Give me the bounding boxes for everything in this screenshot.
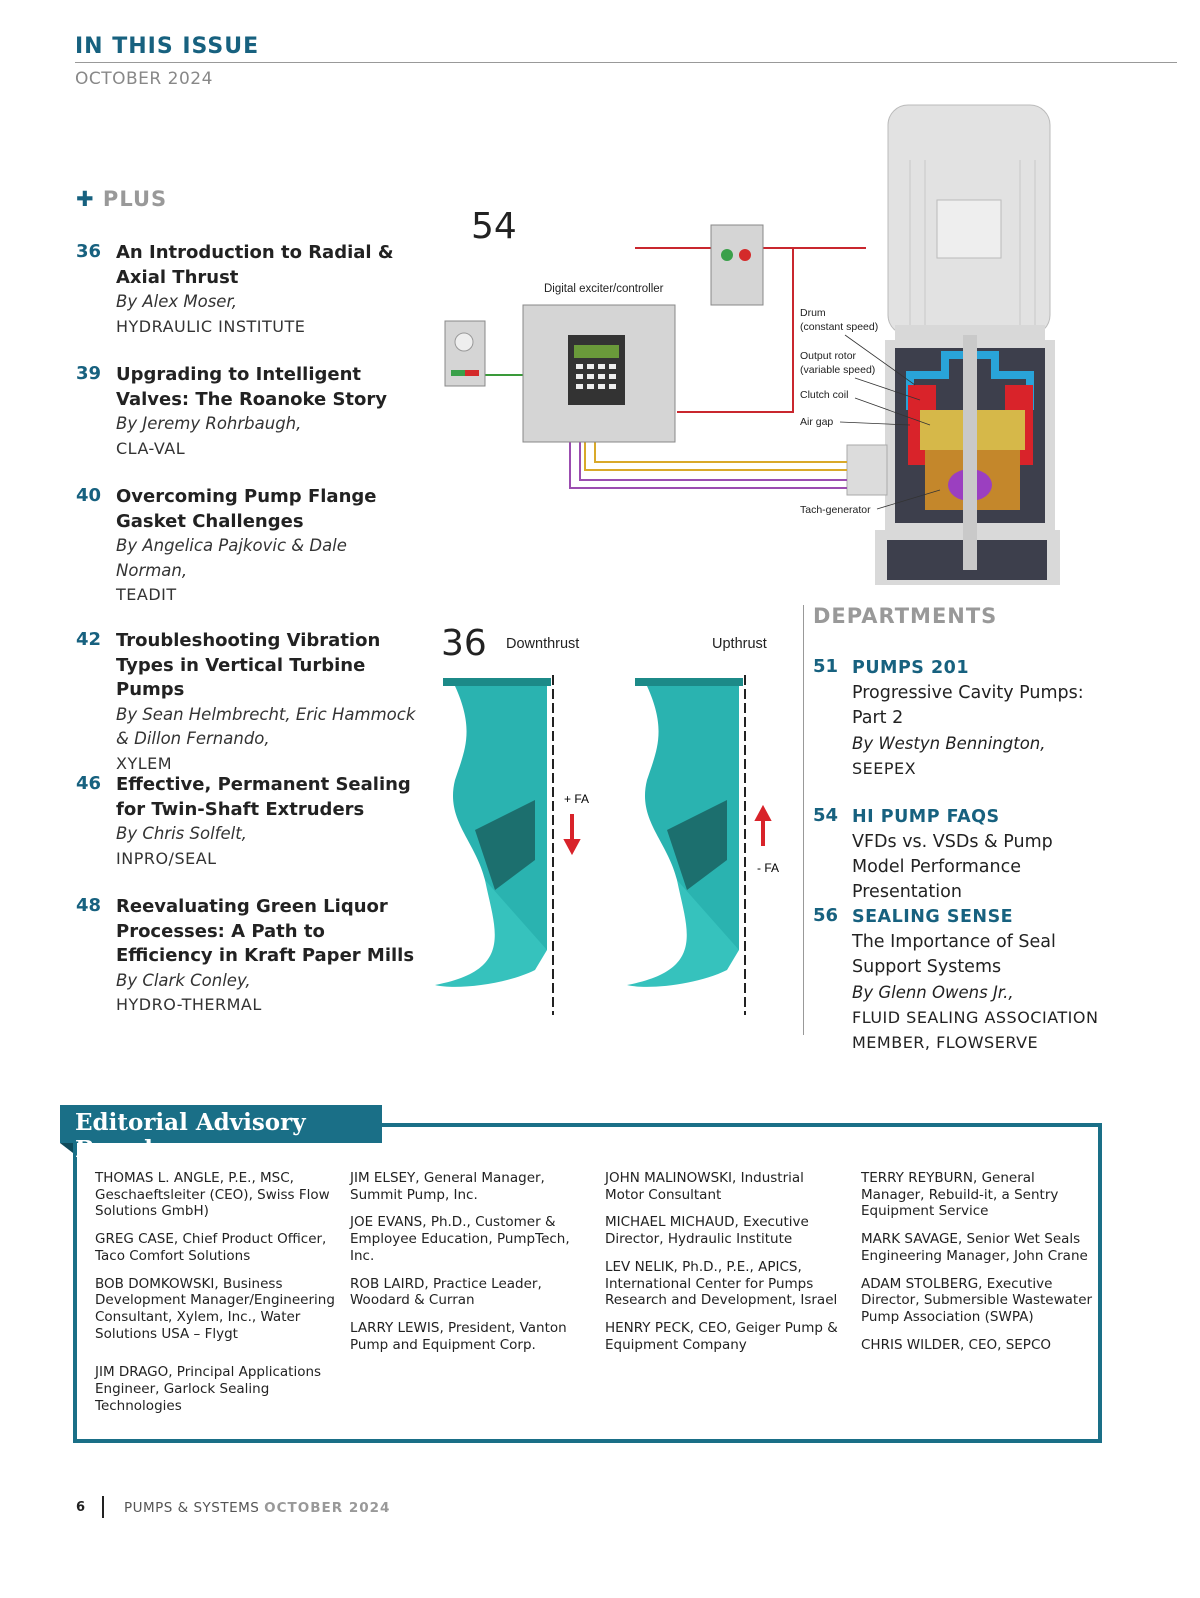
footer-magazine: PUMPS & SYSTEMS OCTOBER 2024 bbox=[124, 1500, 390, 1516]
article-byline: By Sean Helmbrecht, Eric Hammock & Dillo… bbox=[116, 704, 416, 749]
editorial-board-title: Editorial Advisory Board bbox=[60, 1105, 382, 1163]
board-member: MICHAEL MICHAUD, Executive Director, Hyd… bbox=[605, 1214, 809, 1248]
label-drum: Drum bbox=[800, 307, 826, 319]
editorial-board-box bbox=[73, 1123, 1102, 1443]
article-organization: CLA-VAL bbox=[116, 438, 186, 458]
article-title[interactable]: Effective, Permanent Sealing for Twin-Sh… bbox=[116, 774, 411, 820]
figure-36-number: 36 bbox=[441, 623, 487, 664]
plus-label: PLUS bbox=[102, 187, 168, 211]
department-organization: FLUID SEALING ASSOCIATION MEMBER, FLOWSE… bbox=[852, 1008, 1099, 1052]
article-page-number: 36 bbox=[76, 241, 102, 262]
department-page-number: 56 bbox=[813, 905, 839, 926]
board-column: JIM ELSEY, General Manager, Summit Pump,… bbox=[350, 1170, 590, 1364]
article-entry[interactable]: 42 Troubleshooting Vibration Types in Ve… bbox=[76, 629, 421, 776]
force-down-label: + FA bbox=[564, 792, 589, 806]
label-air-gap: Air gap bbox=[800, 416, 833, 428]
article-entry[interactable]: 48 Reevaluating Green Liquor Processes: … bbox=[76, 895, 421, 1018]
article-entry[interactable]: 36 An Introduction to Radial & Axial Thr… bbox=[76, 241, 421, 339]
board-member: JIM ELSEY, General Manager, Summit Pump,… bbox=[350, 1170, 545, 1203]
upthrust-label: Upthrust bbox=[712, 636, 767, 652]
board-member: JOE EVANS, Ph.D., Customer & Employee Ed… bbox=[350, 1214, 570, 1264]
plus-heading: ✚ PLUS bbox=[76, 187, 167, 211]
department-page-number: 51 bbox=[813, 656, 839, 677]
article-entry[interactable]: 40 Overcoming Pump Flange Gasket Challen… bbox=[76, 485, 421, 608]
article-entry[interactable]: 46 Effective, Permanent Sealing for Twin… bbox=[76, 773, 421, 871]
board-member: GREG CASE, Chief Product Officer, Taco C… bbox=[95, 1231, 327, 1264]
board-member: TERRY REYBURN, General Manager, Rebuild-… bbox=[861, 1170, 1059, 1220]
department-entry[interactable]: 51 PUMPS 201 Progressive Cavity Pumps: P… bbox=[813, 656, 1103, 781]
article-title[interactable]: An Introduction to Radial & Axial Thrust bbox=[116, 242, 394, 288]
department-entry[interactable]: 56 SEALING SENSE The Importance of Seal … bbox=[813, 905, 1103, 1055]
eddy-current-drive-diagram: Digital exciter/controller Drum (constan… bbox=[444, 104, 1060, 585]
board-member: ADAM STOLBERG, Executive Director, Subme… bbox=[861, 1275, 1093, 1325]
footer-divider bbox=[102, 1496, 104, 1518]
controller-label: Digital exciter/controller bbox=[544, 283, 664, 295]
board-member: MARK SAVAGE, Senior Wet Seals Engineerin… bbox=[861, 1231, 1088, 1264]
board-member: JOHN MALINOWSKI, Industrial Motor Consul… bbox=[605, 1170, 804, 1203]
article-page-number: 46 bbox=[76, 773, 102, 794]
label-drum-sub: (constant speed) bbox=[800, 321, 878, 333]
article-page-number: 39 bbox=[76, 363, 102, 384]
label-tach-generator: Tach-generator bbox=[800, 504, 871, 516]
article-entry[interactable]: 39 Upgrading to Intelligent Valves: The … bbox=[76, 363, 421, 461]
article-page-number: 42 bbox=[76, 629, 102, 650]
magazine-name: PUMPS & SYSTEMS bbox=[124, 1500, 260, 1516]
article-organization: HYDRAULIC INSTITUTE bbox=[116, 316, 306, 336]
board-member: LEV NELIK, Ph.D., P.E., APICS, Internati… bbox=[605, 1258, 838, 1309]
board-member: ROB LAIRD, Practice Leader, Woodard & Cu… bbox=[350, 1275, 542, 1309]
article-organization: TEADIT bbox=[116, 585, 177, 604]
board-member: CHRIS WILDER, CEO, SEPCO bbox=[861, 1336, 1051, 1353]
downthrust-label: Downthrust bbox=[506, 636, 580, 652]
figure-54-number: 54 bbox=[471, 206, 517, 247]
article-page-number: 40 bbox=[76, 485, 102, 506]
board-member: JIM DRAGO, Principal Applications Engine… bbox=[95, 1364, 322, 1414]
tab-fold bbox=[60, 1143, 73, 1153]
article-organization: XYLEM bbox=[116, 753, 173, 773]
section-title: IN THIS ISSUE bbox=[75, 34, 260, 59]
department-organization: SEEPEX bbox=[852, 759, 917, 778]
header-divider bbox=[75, 62, 1177, 63]
department-byline: By Westyn Bennington, bbox=[852, 734, 1046, 753]
article-title[interactable]: Troubleshooting Vibration Types in Verti… bbox=[116, 630, 381, 700]
page-number: 6 bbox=[76, 1500, 86, 1515]
department-byline: By Glenn Owens Jr., bbox=[852, 983, 1014, 1002]
force-up-label: - FA bbox=[757, 861, 779, 875]
board-member: LARRY LEWIS, President, Vanton Pump and … bbox=[350, 1319, 567, 1353]
footer-issue: OCTOBER 2024 bbox=[264, 1500, 391, 1516]
axial-thrust-diagram: + FA - FA bbox=[435, 674, 779, 1016]
board-member: HENRY PECK, CEO, Geiger Pump & Equipment… bbox=[605, 1319, 838, 1353]
article-title[interactable]: Overcoming Pump Flange Gasket Challenges bbox=[116, 486, 377, 532]
board-column: TERRY REYBURN, General Manager, Rebuild-… bbox=[861, 1170, 1101, 1364]
department-title: Progressive Cavity Pumps: Part 2 bbox=[852, 683, 1084, 728]
department-section[interactable]: HI PUMP FAQS bbox=[852, 807, 1000, 827]
board-column: JOHN MALINOWSKI, Industrial Motor Consul… bbox=[605, 1170, 845, 1364]
department-section[interactable]: SEALING SENSE bbox=[852, 907, 1014, 927]
label-output-rotor: Output rotor bbox=[800, 350, 857, 362]
article-page-number: 48 bbox=[76, 895, 102, 916]
article-byline: By Angelica Pajkovic & Dale Norman, bbox=[116, 536, 347, 580]
issue-date: OCTOBER 2024 bbox=[75, 69, 213, 89]
plus-icon: ✚ bbox=[76, 187, 95, 211]
department-page-number: 54 bbox=[813, 805, 839, 826]
department-title: VFDs vs. VSDs & Pump Model Performance P… bbox=[852, 832, 1053, 902]
label-clutch-coil: Clutch coil bbox=[800, 389, 848, 401]
article-organization: INPRO/SEAL bbox=[116, 848, 217, 868]
article-organization: HYDRO-THERMAL bbox=[116, 995, 262, 1014]
label-output-rotor-sub: (variable speed) bbox=[800, 364, 875, 376]
department-title: The Importance of Seal Support Systems bbox=[852, 932, 1056, 977]
department-entry[interactable]: 54 HI PUMP FAQS VFDs vs. VSDs & Pump Mod… bbox=[813, 805, 1103, 905]
departments-divider bbox=[803, 605, 804, 1035]
article-title[interactable]: Reevaluating Green Liquor Processes: A P… bbox=[116, 896, 415, 966]
article-byline: By Chris Solfelt, bbox=[116, 824, 247, 843]
article-title[interactable]: Upgrading to Intelligent Valves: The Roa… bbox=[116, 364, 388, 410]
board-member: THOMAS L. ANGLE, P.E., MSC, Geschaeftsle… bbox=[95, 1170, 330, 1220]
article-byline: By Jeremy Rohrbaugh, bbox=[116, 414, 302, 433]
article-byline: By Clark Conley, bbox=[116, 970, 251, 990]
department-section[interactable]: PUMPS 201 bbox=[852, 658, 970, 678]
departments-heading: DEPARTMENTS bbox=[813, 604, 998, 628]
board-member: BOB DOMKOWSKI, Business Development Mana… bbox=[95, 1275, 335, 1342]
board-column: THOMAS L. ANGLE, P.E., MSC, Geschaeftsle… bbox=[95, 1170, 335, 1425]
article-byline: By Alex Moser, bbox=[116, 292, 237, 311]
